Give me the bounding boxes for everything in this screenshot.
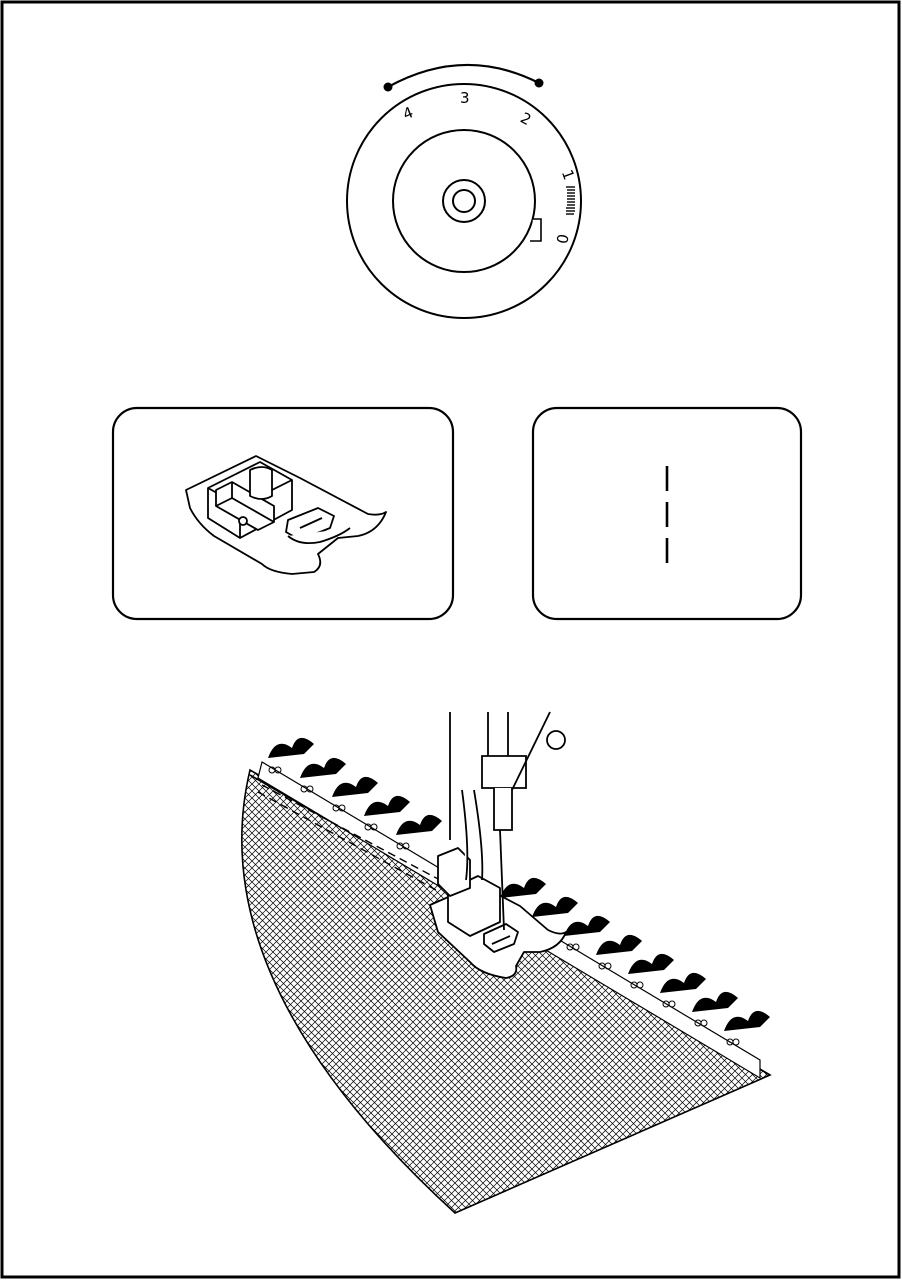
dial-hub-outer: [443, 180, 485, 222]
range-end-dot: [535, 79, 544, 88]
dial-number-3: 3: [460, 89, 470, 107]
dial-number-4: 4: [400, 103, 416, 123]
range-start-dot: [384, 83, 393, 92]
stitch-pattern-panel: [533, 408, 801, 619]
dial-outer-ring: [347, 84, 581, 318]
dial-number-1: 1: [558, 167, 578, 182]
fabric-piece: [242, 770, 770, 1213]
stitch-length-dial: 4 3 2 1 0: [347, 65, 581, 318]
dial-number-2: 2: [517, 109, 534, 129]
dial-inner-ring: [393, 130, 535, 272]
dial-hub-inner: [453, 190, 475, 212]
dial-number-0: 0: [552, 233, 571, 246]
sewing-lace-edge-icon: [242, 712, 770, 1213]
fine-adjust-scale: [566, 187, 575, 214]
presser-foot-panel: [113, 408, 453, 619]
